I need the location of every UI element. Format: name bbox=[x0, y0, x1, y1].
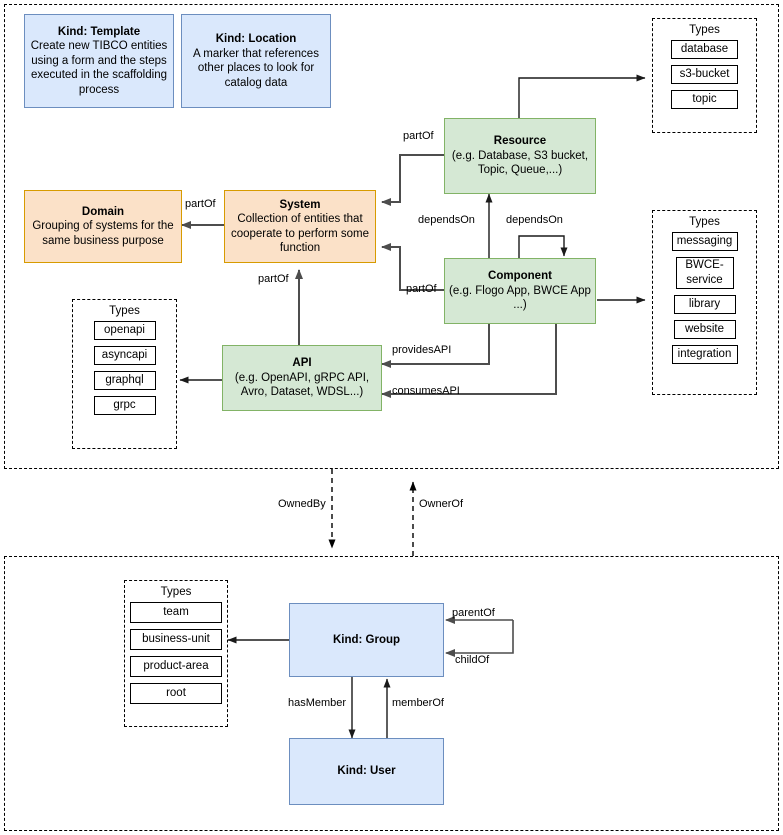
edge-label-group-parentof: parentOf bbox=[452, 607, 495, 619]
edge-label-resource-partof-system: partOf bbox=[403, 130, 434, 142]
node-description: Collection of entities that cooperate to… bbox=[230, 213, 370, 254]
node-kind-location[interactable]: Kind: Location A marker that references … bbox=[181, 14, 331, 108]
type-item[interactable]: root bbox=[130, 683, 222, 704]
edge-label-ownedby: OwnedBy bbox=[278, 498, 326, 510]
edge-label-group-hasmember: hasMember bbox=[288, 697, 347, 709]
node-title: Component bbox=[488, 270, 552, 283]
node-title: Kind: Location bbox=[215, 33, 297, 45]
node-system[interactable]: System Collection of entities that coope… bbox=[224, 190, 376, 263]
node-title: Kind: User bbox=[337, 765, 396, 778]
edge-label-component-dependson-self: dependsOn bbox=[506, 214, 563, 226]
type-item[interactable]: library bbox=[673, 295, 736, 314]
type-item[interactable]: s3-bucket bbox=[671, 65, 738, 84]
node-description: (e.g. Database, S3 bucket, Topic, Queue,… bbox=[451, 149, 589, 177]
node-kind-user[interactable]: Kind: User bbox=[289, 738, 444, 805]
catalog-entities-container bbox=[4, 4, 779, 469]
edge-label-component-partof-system: partOf bbox=[406, 283, 437, 295]
type-item[interactable]: database bbox=[671, 40, 738, 59]
node-kind-group[interactable]: Kind: Group bbox=[289, 603, 444, 677]
node-api[interactable]: API (e.g. OpenAPI, gRPC API, Avro, Datas… bbox=[222, 345, 382, 411]
types-group-title: Types bbox=[109, 305, 140, 317]
type-item[interactable]: openapi bbox=[93, 321, 156, 340]
node-title: Kind: Template bbox=[57, 25, 141, 38]
org-entities-container bbox=[4, 556, 779, 831]
types-group-title: Types bbox=[689, 216, 720, 228]
types-group-component: Types messaging BWCE-service library web… bbox=[652, 210, 757, 395]
edge-label-user-memberof: memberOf bbox=[392, 697, 444, 709]
node-description: Create new TIBCO entities using a form a… bbox=[30, 40, 168, 96]
types-group-title: Types bbox=[689, 24, 720, 36]
types-group-api: Types openapi asyncapi graphql grpc bbox=[72, 299, 177, 449]
type-item[interactable]: team bbox=[130, 602, 222, 623]
type-item[interactable]: grpc bbox=[93, 396, 156, 415]
node-domain[interactable]: Domain Grouping of systems for the same … bbox=[24, 190, 182, 263]
types-group-title: Types bbox=[160, 586, 192, 598]
node-resource[interactable]: Resource (e.g. Database, S3 bucket, Topi… bbox=[444, 118, 596, 194]
types-group-group: Types team business-unit product-area ro… bbox=[124, 580, 228, 727]
edge-label-group-childof: childOf bbox=[455, 654, 490, 666]
types-group-resource: Types database s3-bucket topic bbox=[652, 18, 757, 133]
node-kind-template[interactable]: Kind: Template Create new TIBCO entities… bbox=[24, 14, 174, 108]
node-title: API bbox=[292, 357, 312, 370]
type-item[interactable]: product-area bbox=[130, 656, 222, 677]
node-title: Kind: Group bbox=[332, 633, 401, 646]
node-component[interactable]: Component (e.g. Flogo App, BWCE App ...) bbox=[444, 258, 596, 324]
type-item[interactable]: messaging bbox=[671, 232, 738, 251]
node-title: System bbox=[279, 198, 321, 211]
type-item[interactable]: BWCE-service bbox=[675, 257, 734, 289]
edge-label-api-partof-system: partOf bbox=[258, 273, 289, 285]
edge-label-component-providesapi: providesAPI bbox=[392, 344, 452, 356]
node-description: (e.g. Flogo App, BWCE App ...) bbox=[449, 284, 591, 312]
type-item[interactable]: website bbox=[673, 320, 736, 339]
type-item[interactable]: business-unit bbox=[130, 629, 222, 650]
node-title: Domain bbox=[81, 205, 125, 218]
node-description: (e.g. OpenAPI, gRPC API, Avro, Dataset, … bbox=[234, 371, 370, 399]
type-item[interactable]: topic bbox=[671, 90, 738, 109]
type-item[interactable]: graphql bbox=[93, 371, 156, 390]
edge-label-component-consumesapi: consumesAPI bbox=[392, 385, 460, 397]
type-item[interactable]: asyncapi bbox=[93, 346, 156, 365]
edge-label-component-dependson-resource: dependsOn bbox=[418, 214, 475, 226]
node-description: Grouping of systems for the same busines… bbox=[32, 220, 174, 247]
node-description: A marker that references other places to… bbox=[193, 47, 319, 89]
node-title: Resource bbox=[493, 135, 547, 148]
edge-label-ownerof: OwnerOf bbox=[419, 498, 464, 510]
edge-label-system-partof-domain: partOf bbox=[185, 198, 216, 210]
type-item[interactable]: integration bbox=[671, 345, 738, 364]
